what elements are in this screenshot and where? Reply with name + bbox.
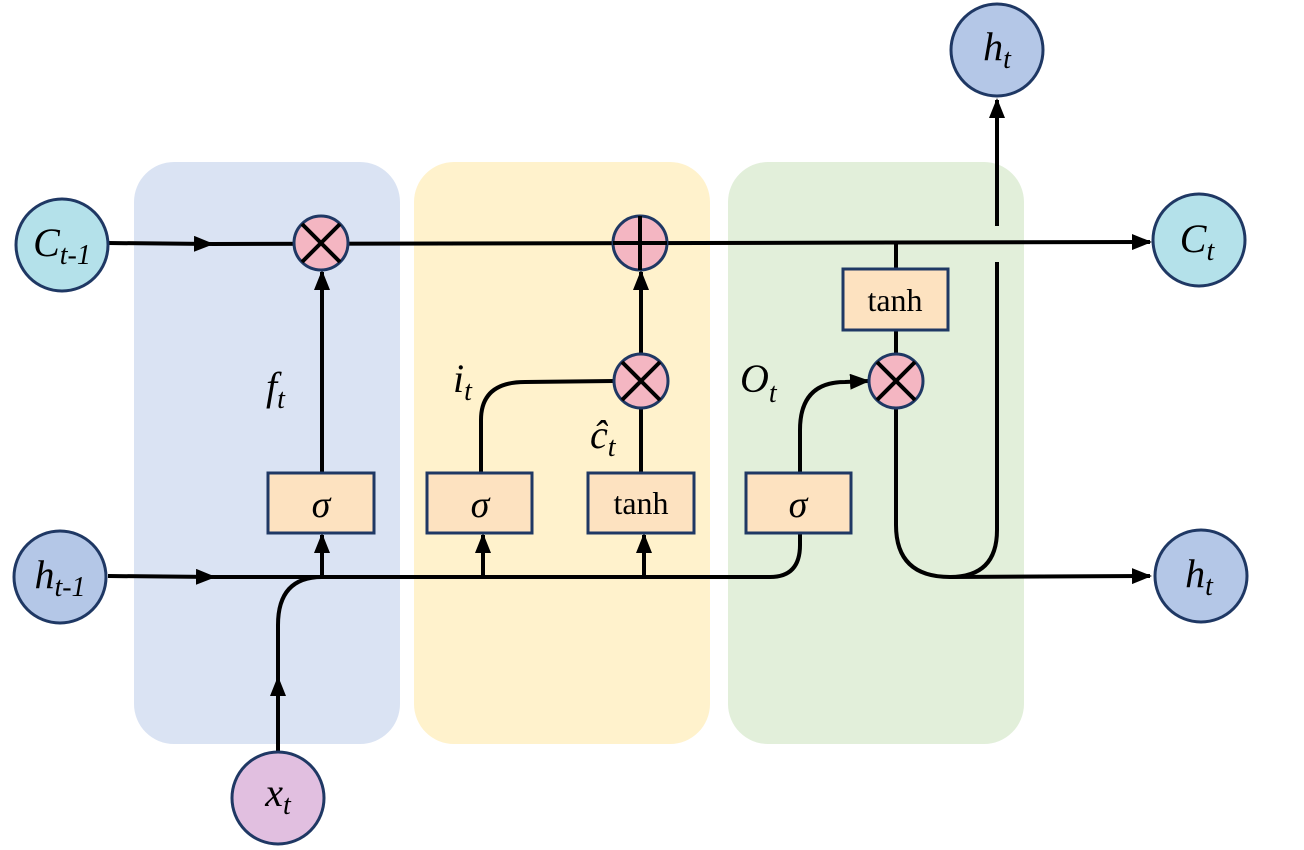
output-gate-panel	[728, 162, 1024, 744]
candidate-label: ĉt	[590, 412, 617, 463]
multiply-icon	[620, 360, 662, 402]
sigma-label: σ	[789, 484, 809, 526]
input-gate-label: it	[453, 356, 473, 407]
cell-add-operator	[611, 214, 669, 272]
sigma-label: σ	[471, 484, 491, 526]
forget-sigma-box: σ	[266, 471, 376, 535]
h-output-right-node: ht	[1153, 528, 1249, 624]
output-gate-label: Ot	[740, 356, 778, 409]
h-output-top-node: ht	[949, 2, 1045, 98]
svg-text:Ct-1: Ct-1	[33, 220, 91, 271]
tanh-label: tanh	[613, 485, 668, 521]
connections	[107, 98, 1152, 752]
svg-text:Ct: Ct	[1180, 216, 1216, 267]
forget-multiply-operator	[292, 214, 350, 272]
input-multiply-operator	[612, 352, 670, 410]
tanh-label: tanh	[867, 282, 922, 318]
sigma-label: σ	[312, 484, 332, 526]
c-prev-node: Ct-1	[14, 197, 110, 293]
cell-tanh-box: tanh	[841, 267, 950, 332]
h-prev-node: ht-1	[12, 529, 108, 625]
input-sigma-box: σ	[425, 471, 534, 535]
x-input-node: xt	[230, 750, 326, 846]
forget-gate-panel	[134, 162, 400, 744]
svg-text:ht: ht	[1185, 551, 1214, 602]
svg-text:xt: xt	[264, 770, 292, 821]
multiply-icon	[300, 222, 342, 264]
multiply-icon	[875, 360, 917, 402]
input-gate-panel	[414, 162, 710, 744]
output-sigma-box: σ	[744, 471, 853, 535]
output-multiply-operator	[867, 352, 925, 410]
svg-text:ht-1: ht-1	[34, 552, 85, 603]
plus-icon	[613, 216, 667, 270]
candidate-tanh-box: tanh	[586, 471, 696, 535]
svg-text:ht: ht	[983, 24, 1012, 75]
c-output-node: Ct	[1151, 192, 1247, 288]
